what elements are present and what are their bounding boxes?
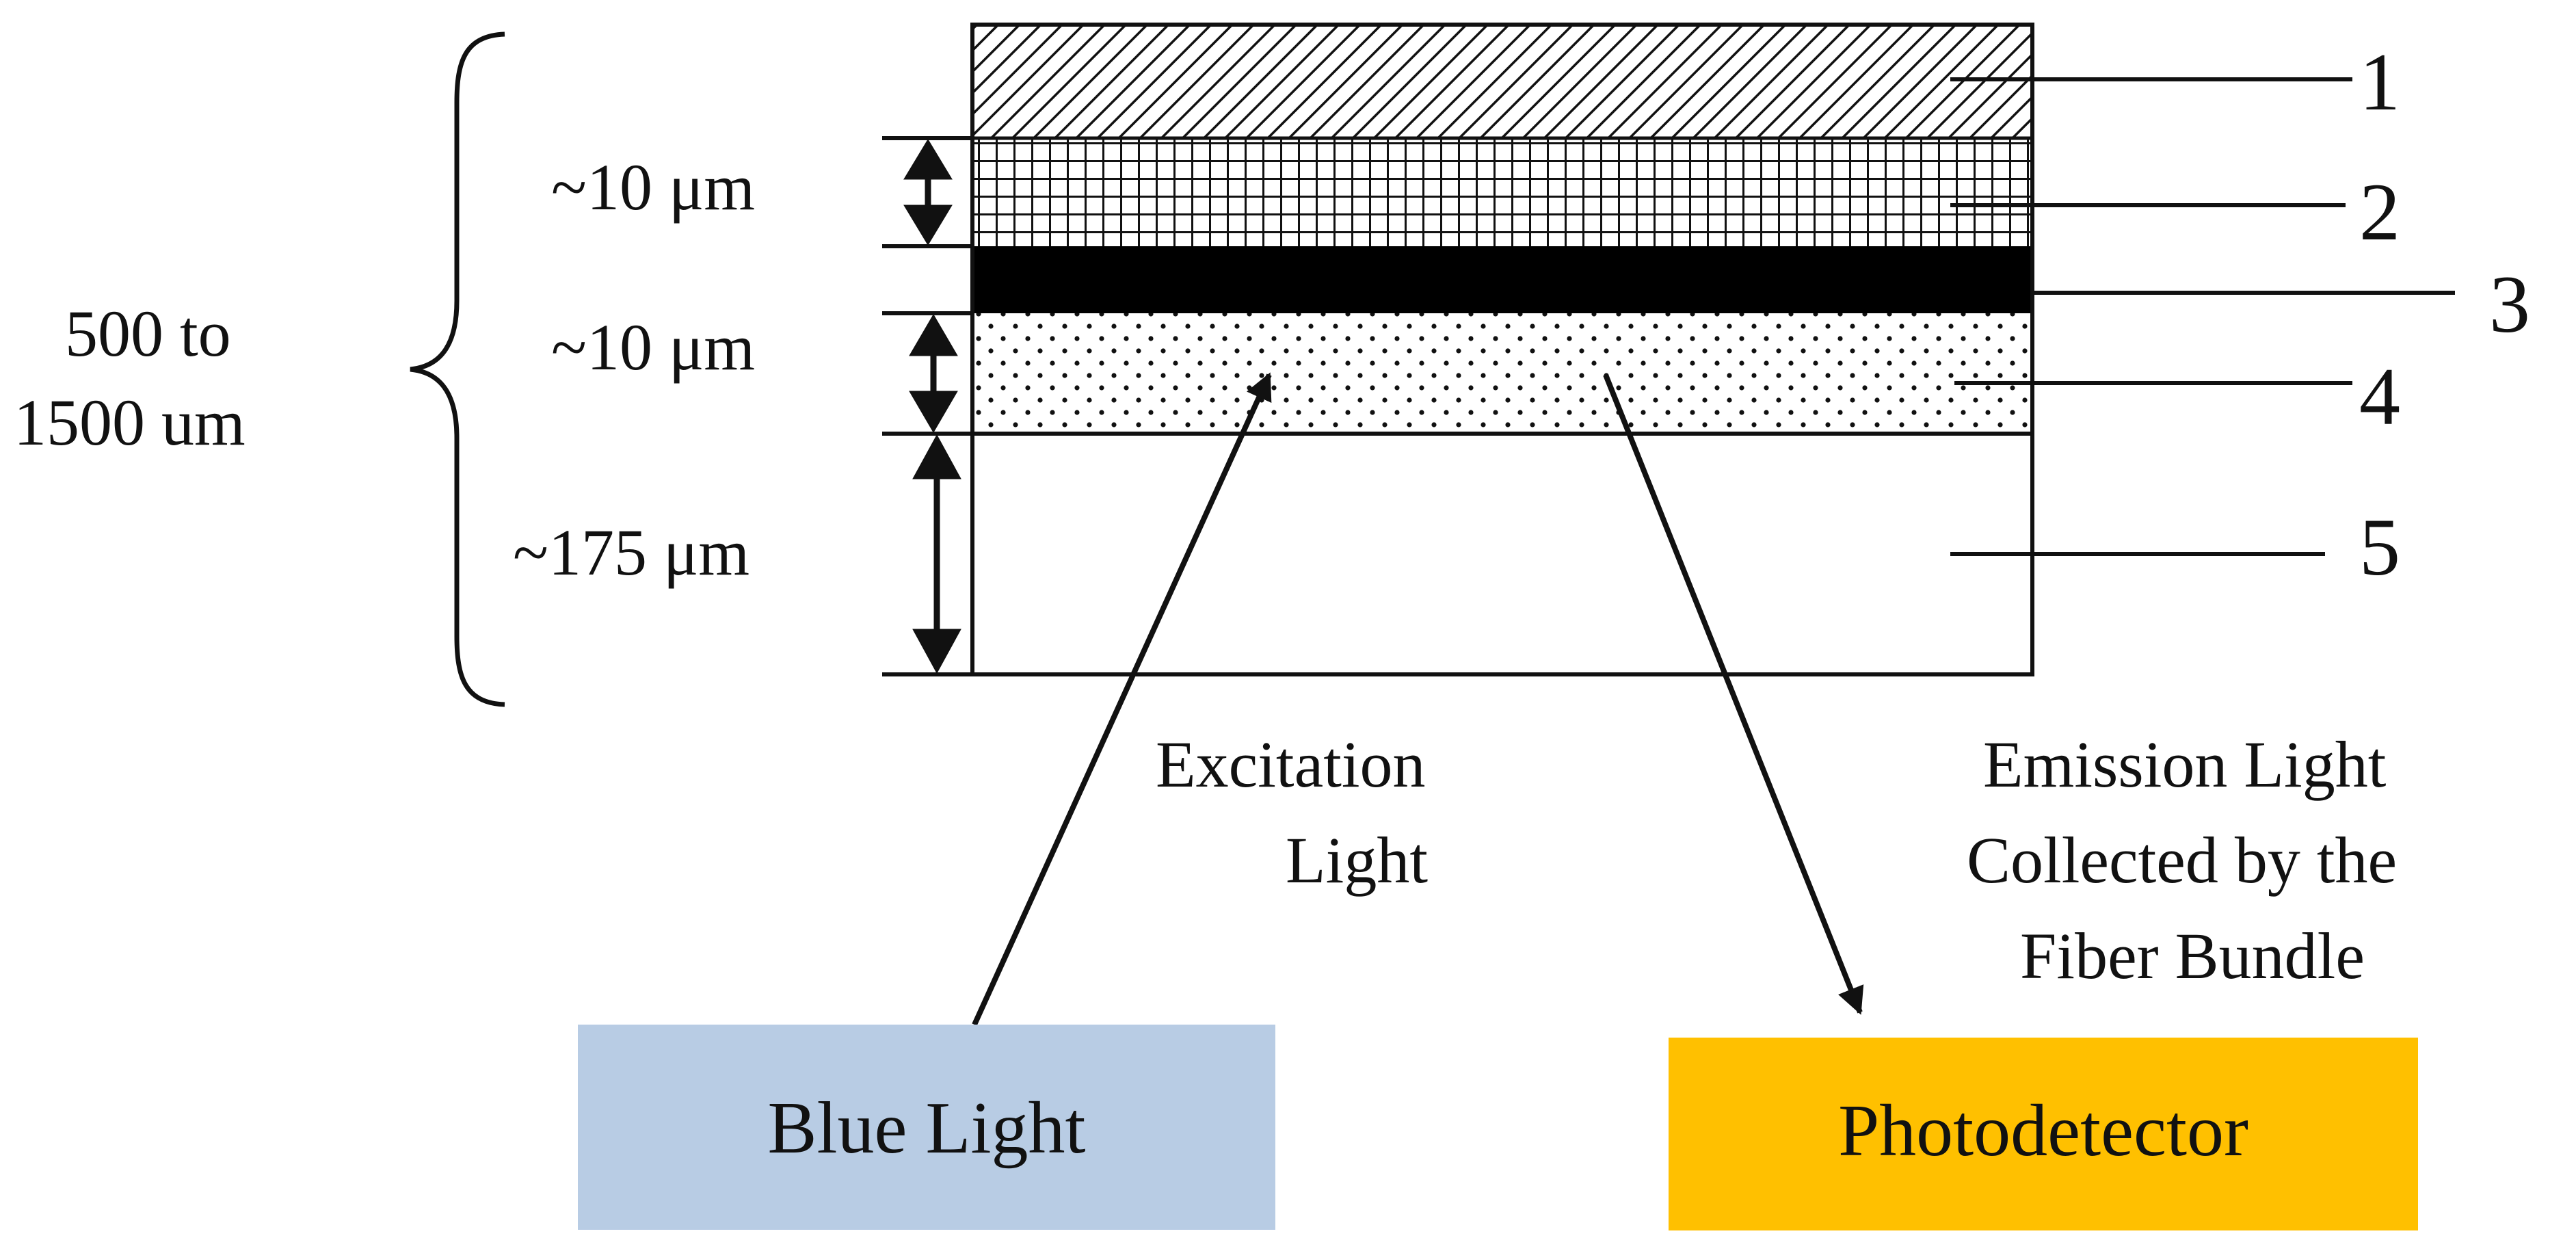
layer-5 (972, 434, 2032, 674)
layer-5-number: 5 (2359, 501, 2400, 592)
layer-1-number: 1 (2359, 36, 2400, 127)
layer-4-thickness-label: ~10 μm (551, 311, 755, 384)
emission-arrow (1603, 373, 1864, 1015)
emission-caption-line-1: Emission Light (1983, 728, 2387, 801)
photodetector-label: Photodetector (1838, 1090, 2248, 1172)
photodetector-box (1669, 1038, 2418, 1230)
excitation-caption-line-1: Excitation (1156, 728, 1426, 801)
blue-light-label: Blue Light (768, 1088, 1086, 1169)
blue-light-box (578, 1025, 1275, 1230)
layer-5-thickness-label: ~175 μm (513, 516, 749, 589)
excitation-arrow (972, 372, 1272, 1026)
dimension-arrows (903, 139, 961, 674)
layer-stack (970, 23, 2034, 676)
emission-caption-line-3: Fiber Bundle (2020, 919, 2365, 992)
layer-4 (972, 313, 2032, 434)
layer-3-number: 3 (2489, 259, 2530, 350)
total-thickness-line-1: 500 to (65, 297, 231, 370)
emission-caption-line-2: Collected by the (1967, 824, 2397, 897)
layer-1 (972, 25, 2032, 138)
layer-2-number: 2 (2359, 166, 2400, 257)
excitation-caption-line-2: Light (1286, 824, 1428, 897)
layer-4-number: 4 (2359, 351, 2400, 442)
dimension-marks (882, 136, 972, 676)
stack-outline (970, 23, 2034, 676)
layer-3 (972, 246, 2032, 313)
leader-lines (1950, 77, 2455, 556)
total-thickness-brace (410, 31, 505, 707)
layer-2 (972, 138, 2032, 246)
layer-2-thickness-label: ~10 μm (551, 150, 755, 224)
total-thickness-line-2: 1500 um (14, 386, 245, 459)
